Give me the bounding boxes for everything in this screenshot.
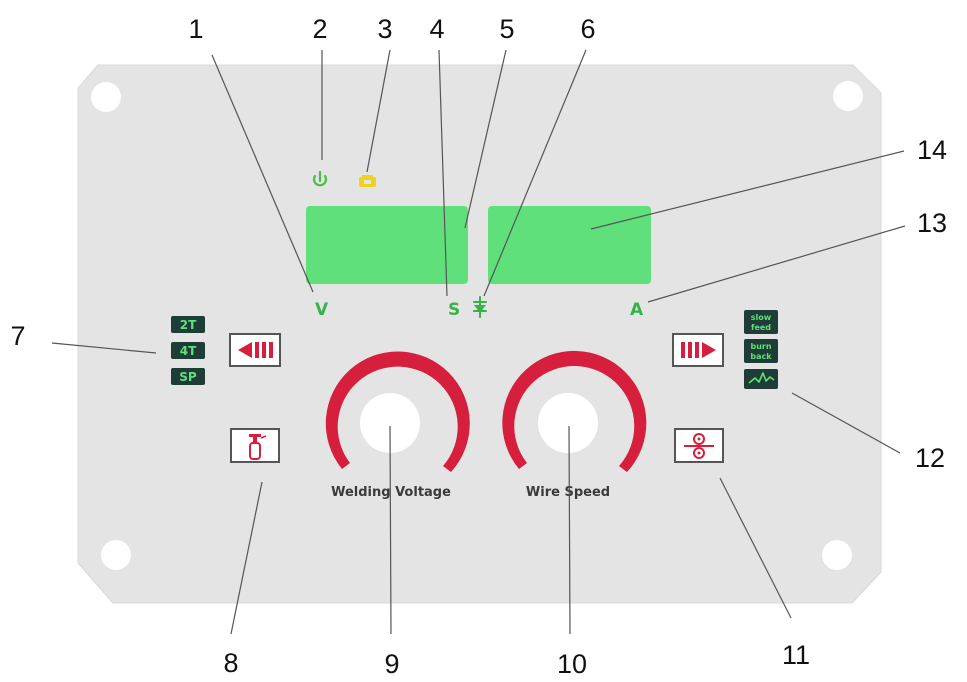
mode-4t-badge: 4T — [171, 342, 205, 359]
mode-2t-badge: 2T — [171, 316, 205, 333]
wire-speed-knob[interactable] — [502, 350, 647, 472]
mounting-hole-bottom-left — [101, 540, 131, 570]
callout-2: 2 — [312, 14, 327, 44]
leader-14 — [590, 150, 905, 230]
seconds-unit-indicator: S — [448, 300, 460, 320]
slow-feed-label-2: feed — [751, 323, 771, 332]
leader-7 — [51, 342, 157, 354]
voltage-scale-arc — [325, 351, 470, 472]
callout-14: 14 — [917, 135, 947, 165]
callout-5: 5 — [499, 14, 514, 44]
callout-12: 12 — [915, 443, 945, 473]
gas-cylinder-icon — [249, 434, 267, 460]
leader-13 — [647, 225, 906, 303]
current-unit-indicator: A — [630, 300, 644, 320]
callout-leader-lines — [51, 49, 906, 635]
spot-weld-icon — [748, 372, 775, 384]
callout-3: 3 — [377, 14, 392, 44]
callout-11: 11 — [782, 640, 810, 670]
callout-10: 10 — [557, 649, 587, 679]
mode-select-arrow-icon — [238, 342, 273, 358]
mode-sp-label: SP — [179, 370, 197, 384]
leader-3 — [366, 49, 391, 173]
leader-5 — [464, 49, 507, 229]
leader-9 — [389, 425, 392, 635]
leader-6 — [483, 49, 587, 297]
gas-test-button[interactable] — [230, 428, 280, 463]
callout-1: 1 — [188, 14, 203, 44]
callout-9: 9 — [384, 649, 399, 679]
spot-weld-badge — [744, 369, 778, 389]
burn-back-badge: burn back — [744, 339, 778, 363]
leader-4 — [438, 49, 448, 297]
callout-7: 7 — [10, 321, 25, 351]
leader-1 — [211, 54, 314, 293]
callout-6: 6 — [580, 14, 595, 44]
mode-select-button[interactable] — [229, 333, 281, 367]
wire-speed-scale-arc — [502, 350, 647, 472]
callout-8: 8 — [223, 648, 238, 678]
power-icon — [312, 170, 328, 187]
voltage-display — [306, 206, 468, 284]
thermal-alarm-icon — [359, 175, 376, 187]
gas-valve-icon — [473, 296, 487, 318]
burn-back-label-1: burn — [750, 342, 771, 351]
wire-inch-button[interactable] — [674, 428, 724, 463]
callout-4: 4 — [429, 14, 444, 44]
mode-sp-badge: SP — [171, 368, 205, 385]
current-display — [488, 206, 651, 284]
welding-voltage-label: Welding Voltage — [331, 485, 451, 500]
voltage-unit-indicator: V — [315, 300, 329, 320]
welding-voltage-knob[interactable] — [325, 351, 470, 472]
leader-8 — [230, 481, 263, 635]
slow-feed-badge: slow feed — [744, 310, 778, 334]
function-select-arrow-icon — [681, 342, 716, 358]
mounting-hole-bottom-right — [822, 540, 852, 570]
leader-10 — [568, 425, 571, 635]
front-panel — [77, 64, 882, 604]
wire-speed-label: Wire Speed — [526, 485, 610, 500]
mounting-hole-top-right — [833, 81, 863, 111]
mode-4t-label: 4T — [180, 344, 197, 358]
wire-feed-icon — [684, 433, 714, 459]
mode-2t-label: 2T — [180, 318, 197, 332]
leader-12 — [791, 392, 901, 454]
voltage-knob-cap — [360, 393, 420, 453]
function-select-button[interactable] — [672, 333, 724, 367]
burn-back-label-2: back — [750, 352, 772, 361]
wire-speed-knob-cap — [538, 393, 598, 453]
leader-11 — [719, 477, 792, 619]
callout-13: 13 — [917, 208, 947, 238]
mounting-hole-top-left — [91, 82, 121, 112]
slow-feed-label-1: slow — [751, 313, 772, 322]
